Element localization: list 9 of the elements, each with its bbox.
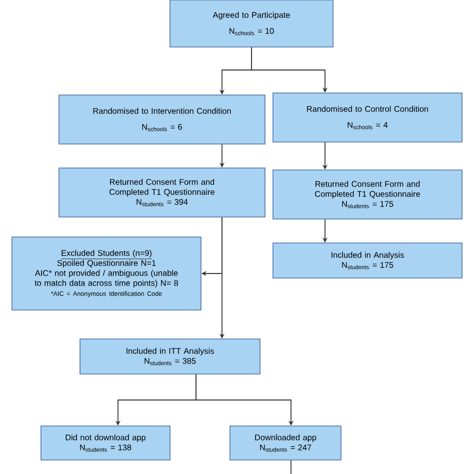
process-box: Randomised to Control Condition N$_{schools}$ = 4 xyxy=(272,92,462,142)
process-box: Returned Consent Form and Completed T1 Questionnaire N$_{students}$ = 175 xyxy=(272,170,462,220)
process-box: Downloaded app N$_{students}$ = 247 xyxy=(230,426,342,460)
process-box: Did not download app N$_{students}$ = 138 xyxy=(40,426,170,460)
process-box: Included in ITT Analysis N$_{students}$ = 385 xyxy=(80,338,260,374)
process-box: Included in Analysis N$_{students}$ = 175 xyxy=(272,242,462,278)
process-box: Returned Consent Form and Completed T1 Questionnaire N$_{students}$ = 394 xyxy=(58,168,266,218)
process-box: Agreed to Participate N$_{schools}$ = 10 xyxy=(170,0,334,48)
process-box: Randomised to Intervention Condition N$_{schools}$ = 6 xyxy=(58,94,266,144)
